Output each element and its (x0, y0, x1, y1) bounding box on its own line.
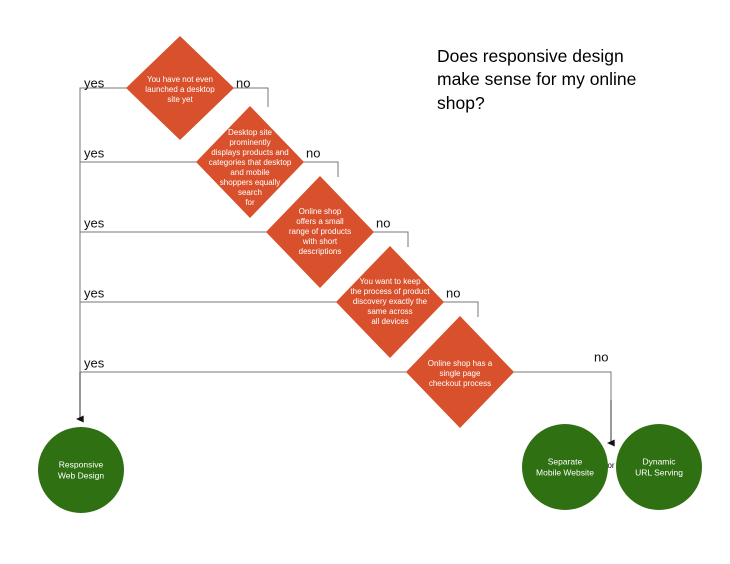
no-branch-3-line (373, 231, 409, 247)
decision-3-diamond[interactable] (266, 176, 374, 288)
decision-2-label-line-5: shoppers equally (220, 178, 280, 187)
decision-2-label-line-4: and mobile (230, 168, 270, 177)
page-title: Does responsive design make sense for my… (437, 46, 637, 113)
decision-3-label-line-2: range of products (289, 227, 351, 236)
yes-label-5: yes (84, 355, 105, 370)
decision-1-diamond[interactable] (126, 36, 234, 140)
decision-1-label-line-0: You have not even (147, 75, 213, 84)
decision-5-label-line-1: single page (440, 369, 481, 378)
no-label-1: no (236, 75, 250, 90)
decision-2-label-line-3: categories that desktop (209, 158, 292, 167)
decision-3-label-line-1: offers a small (296, 217, 344, 226)
no-branch-1-line (233, 87, 269, 107)
dynamic-url-serving-label-line-1: URL Serving (635, 467, 683, 477)
yes-branch-group (75, 87, 408, 423)
outcome-node-separate-mobile-website[interactable]: Separate Mobile Website (522, 424, 608, 510)
decision-node-3[interactable]: Online shop offers a small range of prod… (266, 176, 374, 288)
yes-label-2: yes (84, 145, 105, 160)
responsive-web-design-label-line-0: Responsive (59, 459, 104, 469)
yes-label-4: yes (84, 285, 105, 300)
separate-mobile-website-label-line-1: Mobile Website (536, 467, 594, 477)
decision-2-diamond[interactable] (196, 106, 304, 218)
outcome-node-dynamic-url-serving[interactable]: Dynamic URL Serving (616, 424, 702, 510)
decision-2-label-line-1: prominently (229, 138, 270, 147)
decision-2-label-line-0: Desktop site (228, 128, 273, 137)
decision-5-label-line-2: checkout process (429, 379, 491, 388)
dynamic-url-serving-label-line-0: Dynamic (642, 456, 676, 466)
dynamic-url-serving-circle[interactable] (616, 424, 702, 510)
decision-5-diamond[interactable] (406, 316, 514, 428)
no-label-2: no (306, 145, 320, 160)
responsive-web-design-circle[interactable] (38, 427, 124, 513)
decision-4-label-line-3: same across (367, 307, 412, 316)
decision-2-label-line-6: search (238, 188, 262, 197)
no-label-4: no (446, 285, 460, 300)
decision-node-2[interactable]: Desktop site prominently displays produc… (196, 106, 304, 218)
decision-node-4[interactable]: You want to keep the process of product … (336, 246, 444, 358)
decision-4-label-line-2: discovery exactly the (353, 297, 428, 306)
decision-2-label-line-7: for (245, 198, 255, 207)
no-label-5: no (594, 349, 608, 364)
decision-node-5[interactable]: Online shop has a single page checkout p… (406, 316, 514, 428)
no-branch-2-line (303, 161, 339, 177)
separate-mobile-website-circle[interactable] (522, 424, 608, 510)
decision-4-diamond[interactable] (336, 246, 444, 358)
decision-4-label-line-0: You want to keep (359, 277, 421, 286)
or-connector-label: or (607, 461, 614, 470)
no-branch-group (233, 87, 615, 447)
no-label-3: no (376, 215, 390, 230)
decision-2-label-line-2: displays products and (211, 148, 288, 157)
decision-1-label-line-1: launched a desktop (145, 85, 215, 94)
outcome-node-responsive-web-design[interactable]: Responsive Web Design (38, 427, 124, 513)
decision-3-label-line-4: descriptions (299, 247, 342, 256)
yes-label-3: yes (84, 215, 105, 230)
decision-5-label-line-0: Online shop has a (428, 359, 493, 368)
yes-branch-1-line (79, 87, 128, 421)
decision-3-label-line-0: Online shop (299, 207, 342, 216)
responsive-web-design-label-line-1: Web Design (58, 470, 104, 480)
decision-node-1[interactable]: You have not even launched a desktop sit… (126, 36, 234, 140)
decision-3-label-line-3: with short (302, 237, 338, 246)
decision-1-label-line-2: site yet (167, 95, 193, 104)
no-branch-4-line (443, 301, 479, 317)
decision-4-label-line-1: the process of product (350, 287, 430, 296)
decision-4-label-line-4: all devices (371, 317, 408, 326)
separate-mobile-website-label-line-0: Separate (548, 456, 583, 466)
yes-label-1: yes (84, 75, 105, 90)
